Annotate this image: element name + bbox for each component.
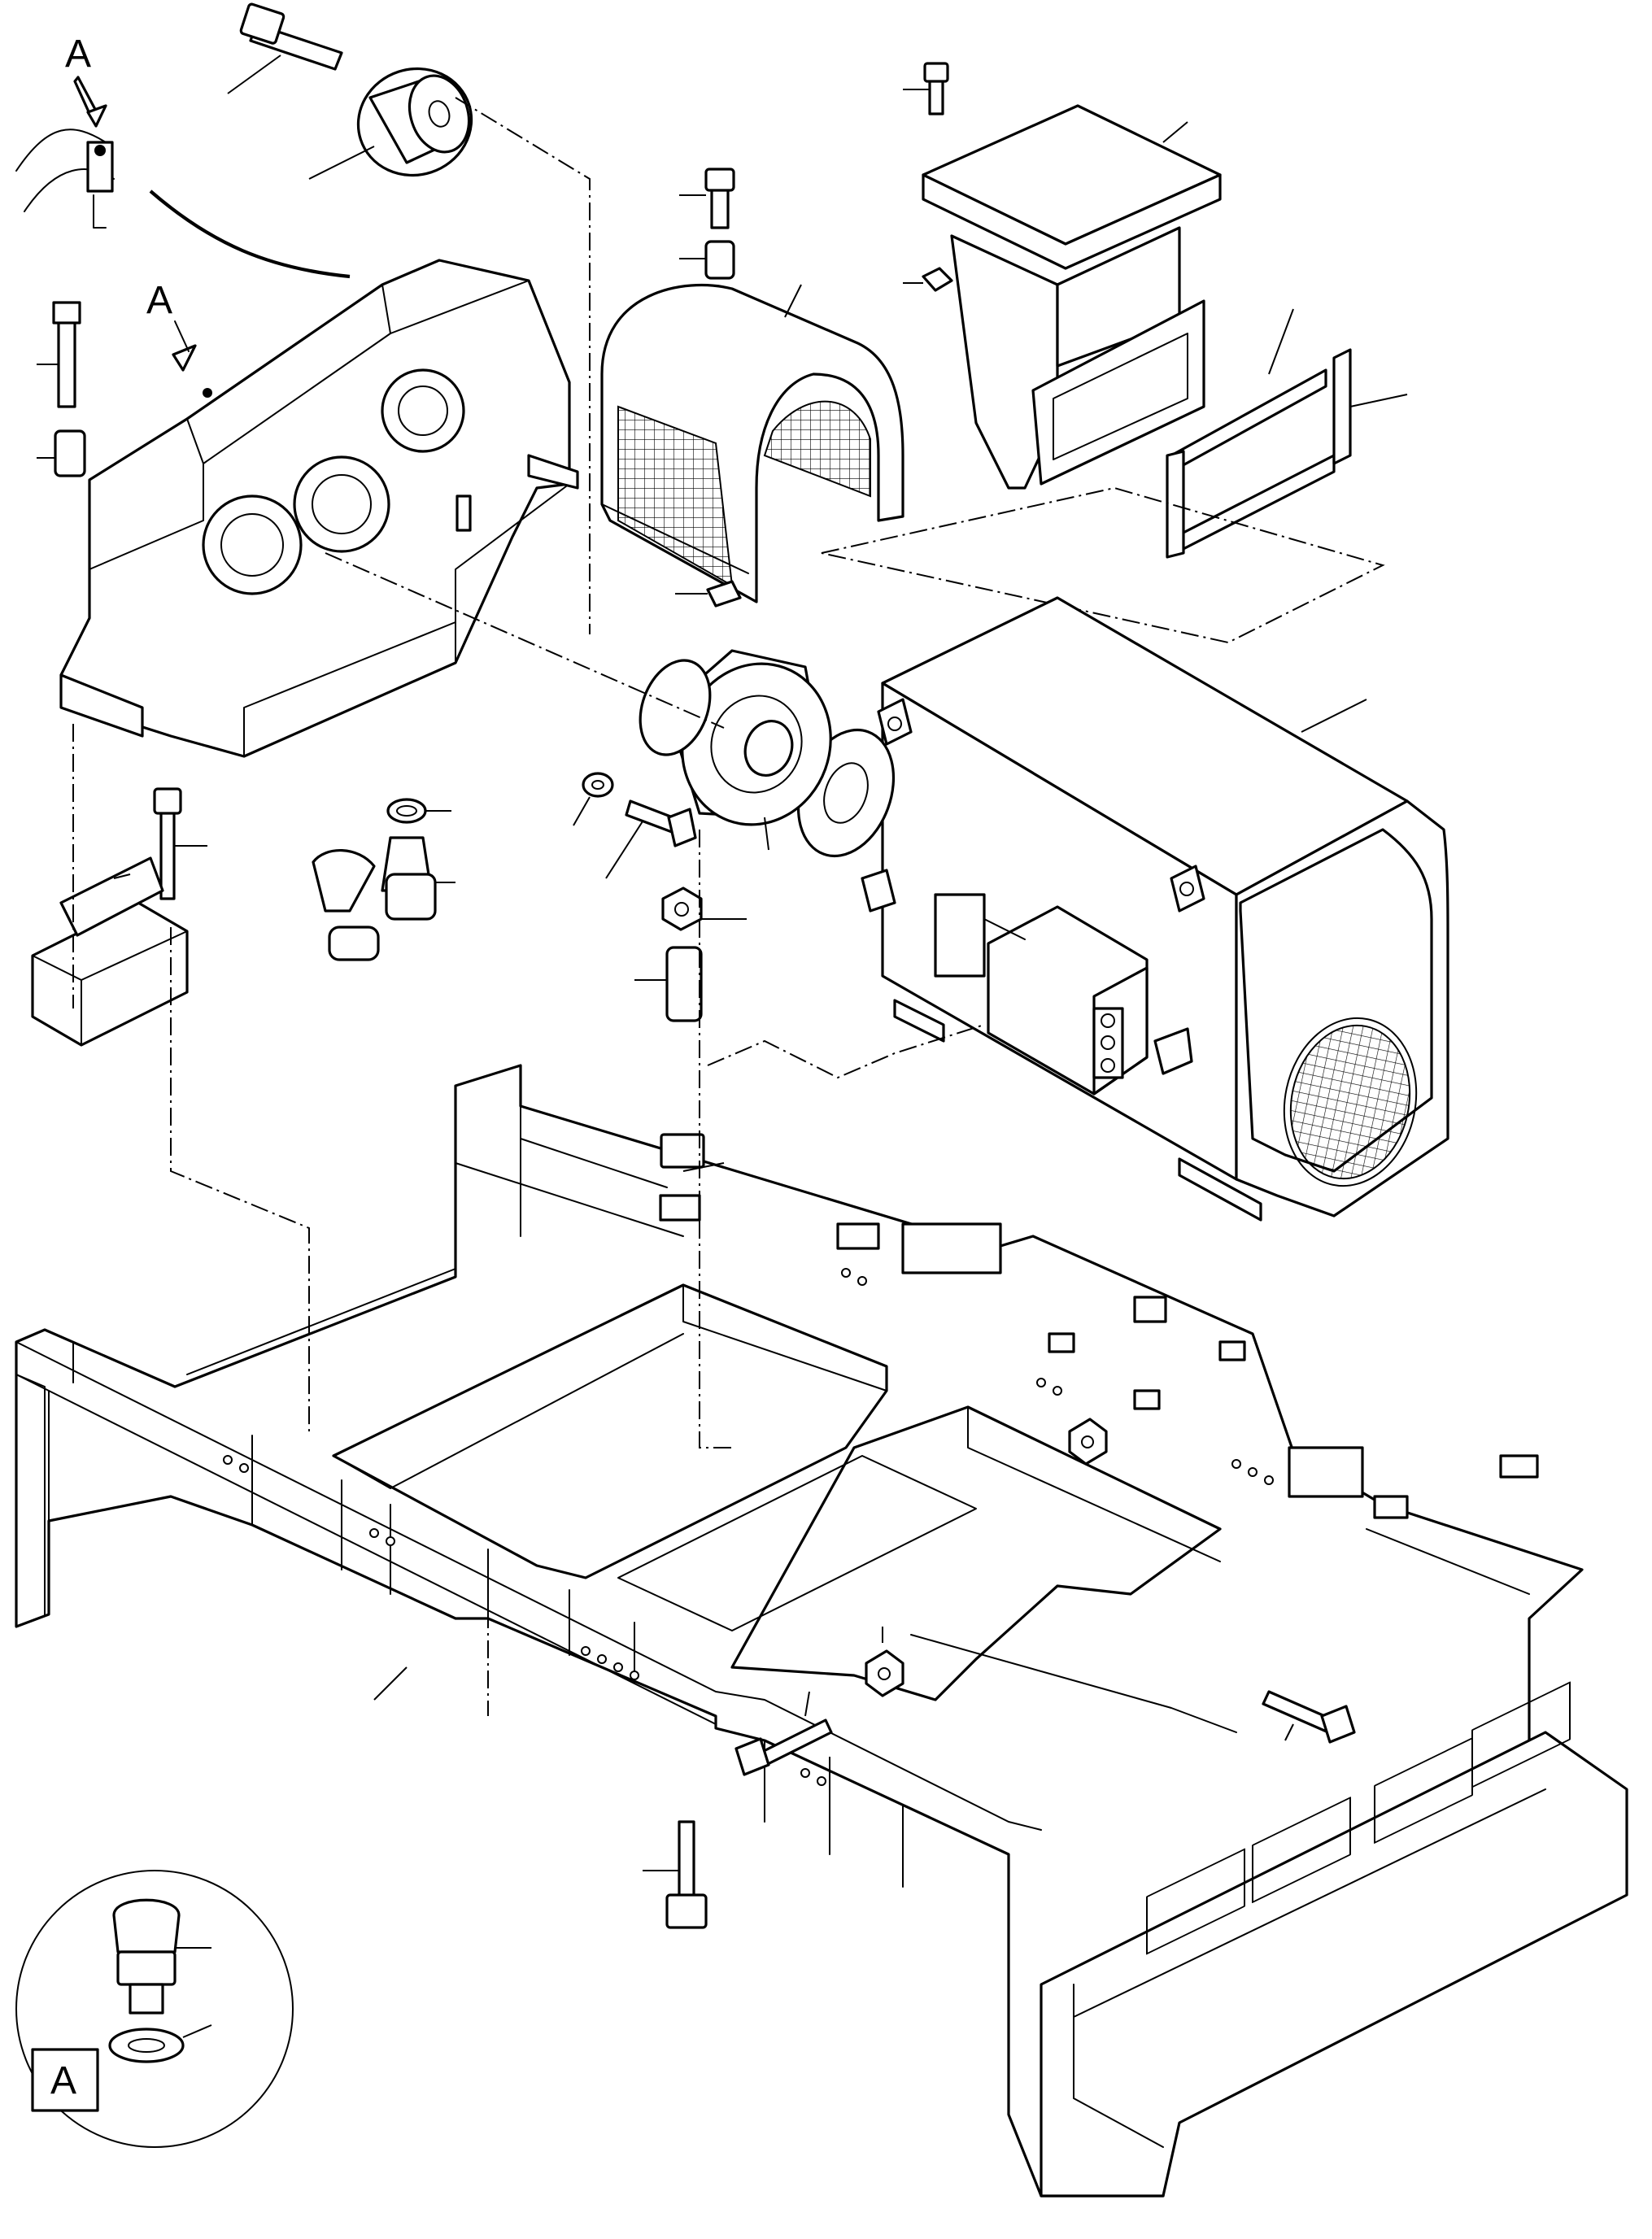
hose-line [149,189,351,279]
gearbox-mount-fasteners [31,787,207,1047]
coupling-guard [600,168,904,608]
frame-bolts [373,1418,1356,1929]
filter-footprint-outline [821,486,1385,644]
electric-motor [796,596,1449,1222]
view-arrow-icon [172,344,197,372]
coupling-fasteners [573,772,697,879]
view-marker-letter: A [65,33,91,76]
detail-label-box [31,2048,99,2112]
gearbox-bolt [37,301,86,477]
detail-view-a [15,1870,294,2148]
filter-frame [1166,308,1408,559]
gearbox [59,259,579,758]
view-arrow-shaft [174,320,190,352]
alignment-lines [72,97,985,1838]
coupling-assembly [227,2,473,180]
detail-view-label: A [50,2059,76,2102]
coupling-hub [639,649,832,851]
air-filter-housing [903,62,1222,490]
view-marker-letter-gearbox: A [146,279,172,322]
base-frame [15,1064,1628,2198]
motor-mount-fasteners [634,886,747,1172]
breather-detail [15,76,115,229]
oil-filler-assembly [312,798,455,961]
